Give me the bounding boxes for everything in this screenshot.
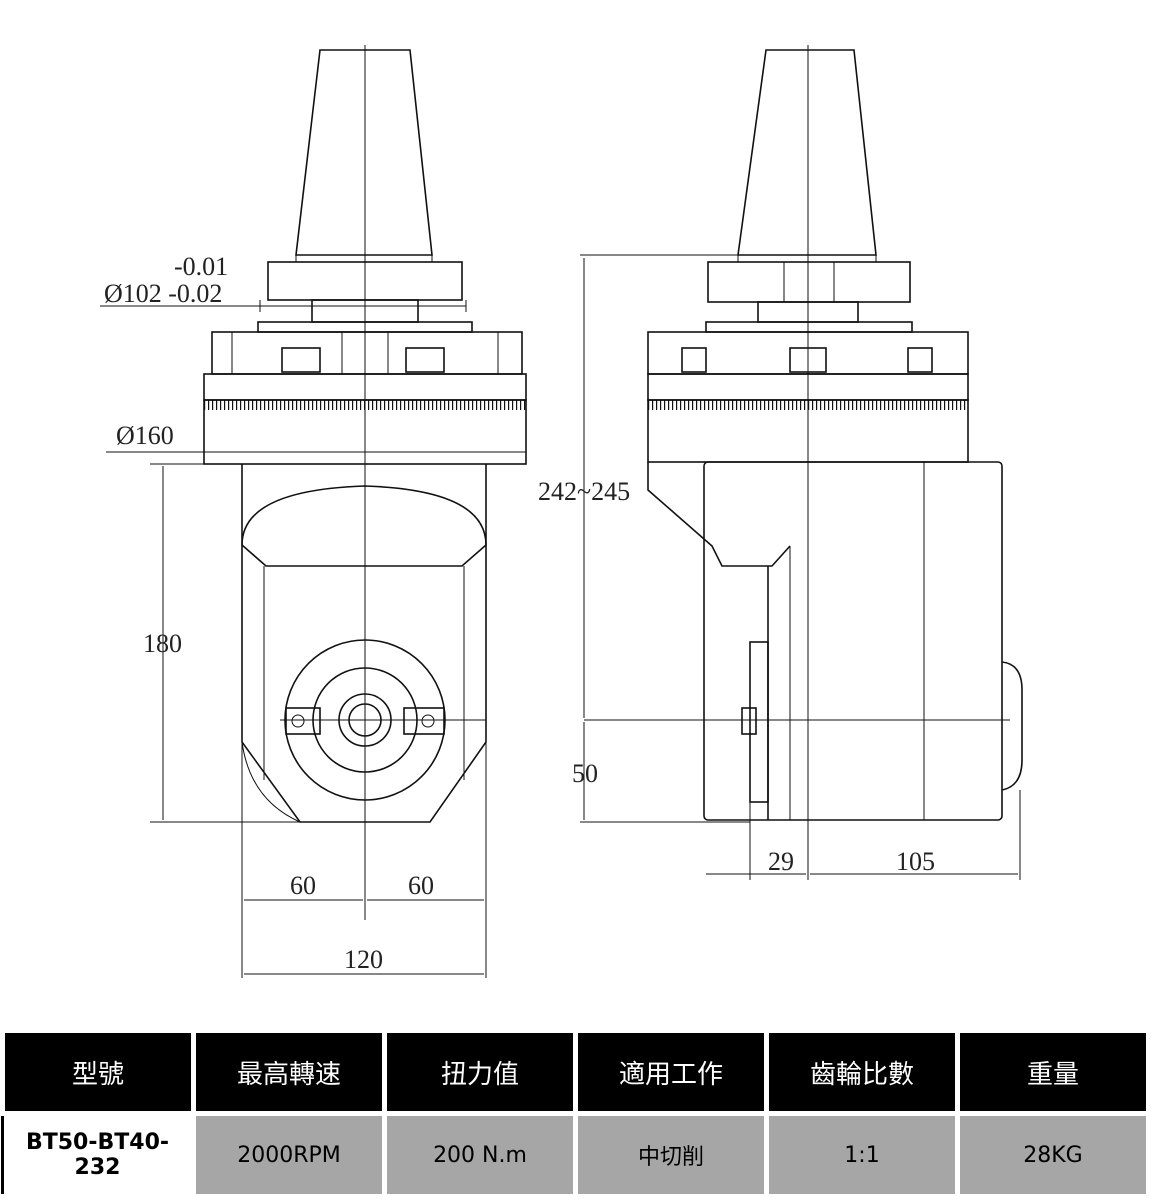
- table-row: BT50-BT40-232 2000RPM 200 N.m 中切削 1:1 28…: [1, 1111, 1151, 1199]
- dim-offset: 29: [768, 847, 794, 876]
- front-view: -0.01 Ø102 -0.02 Ø160 180 60 60 120: [100, 45, 527, 978]
- dim-tol-upper: -0.01: [174, 252, 228, 281]
- side-view: 242~245 50 29 105: [538, 45, 1023, 880]
- header-weight: 重量: [955, 1028, 1151, 1116]
- cell-ratio: 1:1: [764, 1111, 960, 1199]
- dim-height: 180: [143, 629, 182, 658]
- header-ratio: 齒輪比數: [764, 1028, 960, 1116]
- dim-depth: 105: [896, 847, 935, 876]
- cell-application: 中切削: [573, 1111, 769, 1199]
- dim-half-right: 60: [408, 871, 434, 900]
- dim-total-height: 242~245: [538, 477, 630, 506]
- cell-torque: 200 N.m: [382, 1111, 578, 1199]
- table-header-row: 型號 最高轉速 扭力值 適用工作 齒輪比數 重量: [0, 1028, 1151, 1116]
- cell-model: BT50-BT40-232: [1, 1111, 196, 1199]
- dim-spindle-height: 50: [572, 759, 598, 788]
- header-speed: 最高轉速: [191, 1028, 387, 1116]
- dim-tol-lower: Ø102 -0.02: [104, 279, 222, 308]
- dim-width: 120: [344, 945, 383, 974]
- header-torque: 扭力值: [382, 1028, 578, 1116]
- spec-table: 型號 最高轉速 扭力值 適用工作 齒輪比數 重量 BT50-BT40-232 2…: [0, 1028, 1151, 1199]
- technical-drawing: -0.01 Ø102 -0.02 Ø160 180 60 60 120: [100, 45, 1023, 978]
- cell-weight: 28KG: [955, 1111, 1151, 1199]
- dim-half-left: 60: [290, 871, 316, 900]
- header-model: 型號: [0, 1028, 196, 1116]
- cell-speed: 2000RPM: [191, 1111, 387, 1199]
- dim-flange-dia: Ø160: [116, 421, 174, 450]
- header-application: 適用工作: [573, 1028, 769, 1116]
